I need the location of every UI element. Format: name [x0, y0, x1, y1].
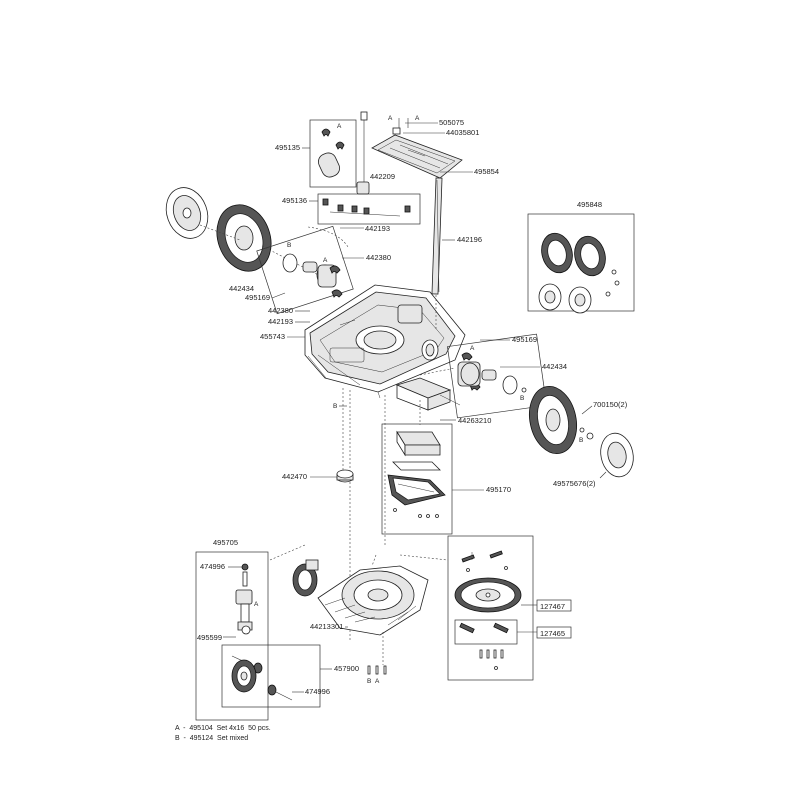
part-number-495136: 495136 — [282, 196, 307, 205]
front-wheel-fork — [235, 563, 253, 635]
right-drive-motor — [457, 352, 527, 395]
blades-127465 — [459, 622, 509, 634]
part-number-442193-top: 442193 — [365, 224, 390, 233]
marker-b-left: B — [287, 242, 291, 249]
label-box-127465 — [536, 626, 572, 639]
marker-a-deck: A — [375, 678, 380, 685]
marker-b-center: B — [333, 403, 337, 410]
part-number-495848: 495848 — [577, 200, 602, 209]
left-rear-wheel — [165, 187, 272, 272]
part-number-442193-left: 442193 — [268, 317, 293, 326]
part-number-127467: 127467 — [540, 602, 565, 611]
part-number-442196: 442196 — [457, 235, 482, 244]
part-number-495169-right: 495169 — [512, 335, 537, 344]
box-blades — [454, 619, 518, 645]
part-number-495705: 495705 — [213, 538, 238, 547]
part-number-495135: 495135 — [275, 143, 300, 152]
marker-a-pcb: A — [388, 115, 393, 122]
box-495135 — [309, 119, 357, 188]
marker-b-wheel: B — [579, 437, 583, 444]
part-number-442434-right: 442434 — [542, 362, 567, 371]
front-wheel-457900 — [231, 655, 293, 701]
front-wheel-assembled — [292, 559, 319, 597]
marker-a-fork: A — [254, 601, 259, 608]
part-number-442209: 442209 — [370, 172, 395, 181]
battery-44263210 — [395, 377, 461, 411]
part-number-442380-top: 442380 — [366, 253, 391, 262]
part-number-127465: 127465 — [540, 629, 565, 638]
marker-a-right: A — [470, 345, 475, 352]
part-number-495599: 495599 — [197, 633, 222, 642]
part-number-474996-top: 474996 — [200, 562, 225, 571]
box-blade-assembly — [447, 535, 534, 681]
box-495705 — [195, 551, 269, 721]
part-number-442434-left: 442434 — [229, 284, 254, 293]
part-number-442380-left: 442380 — [268, 306, 293, 315]
blade-disc-127467 — [454, 550, 522, 613]
marker-a-495135: A — [337, 123, 342, 130]
part-number-44263210: 44263210 — [458, 416, 491, 425]
part-number-495854: 495854 — [474, 167, 499, 176]
left-drive-motor — [282, 253, 343, 298]
blade-screws — [479, 649, 504, 670]
chassis-455743 — [304, 284, 466, 399]
control-board — [371, 118, 463, 179]
clip-set — [322, 198, 411, 217]
cable-harness — [431, 177, 443, 295]
part-number-49575676: 49575676(2) — [553, 479, 596, 488]
box-left-motor — [256, 225, 354, 315]
box-right-motor — [447, 333, 547, 419]
marker-b-deck: B — [367, 678, 371, 685]
box-495170 — [381, 423, 453, 535]
legend-line-a: A - 495104 Set 4x16 50 pcs. — [175, 725, 271, 732]
wheel-set-495848 — [538, 232, 620, 314]
part-number-44213301: 44213301 — [310, 622, 343, 631]
part-number-44035801: 44035801 — [446, 128, 479, 137]
part-number-495169-left: 495169 — [245, 293, 270, 302]
pin-442209 — [356, 111, 370, 195]
marker-b-right: B — [520, 395, 524, 402]
sensor-clips — [318, 128, 345, 178]
cutting-deck-44213301 — [317, 554, 429, 636]
part-number-700150: 700150(2) — [593, 400, 628, 409]
marker-a-pcb-2: A — [415, 115, 420, 122]
part-number-474996-bottom: 474996 — [305, 687, 330, 696]
part-number-442470: 442470 — [282, 472, 307, 481]
box-457900 — [221, 644, 321, 708]
battery-cover-set — [387, 430, 446, 518]
marker-a-left: A — [323, 257, 328, 264]
part-number-505075: 505075 — [439, 118, 464, 127]
height-knob-442470 — [336, 469, 354, 483]
legend-line-b: B - 495124 Set mixed — [175, 735, 249, 742]
part-number-455743: 455743 — [260, 332, 285, 341]
part-number-457900: 457900 — [334, 664, 359, 673]
part-number-495170: 495170 — [486, 485, 511, 494]
right-rear-wheel — [529, 386, 634, 478]
label-box-127467 — [536, 599, 572, 612]
box-495136 — [317, 193, 421, 225]
deck-screws — [367, 665, 387, 675]
